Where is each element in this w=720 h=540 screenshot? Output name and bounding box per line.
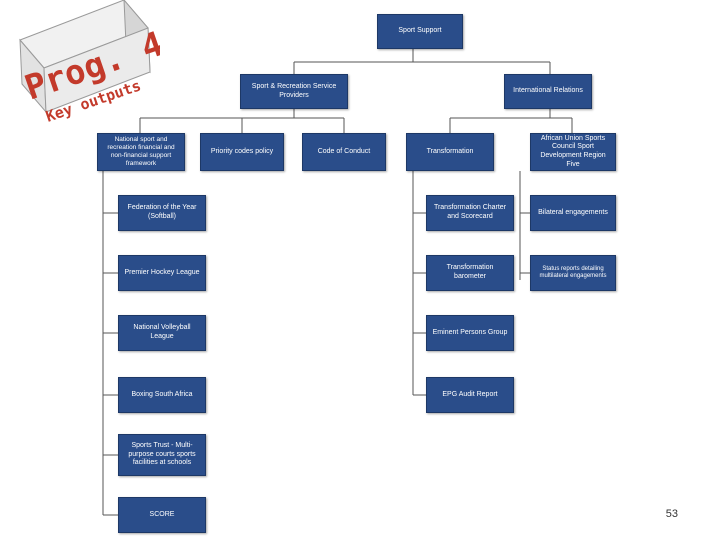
node-label: Bilateral engagements	[538, 208, 608, 216]
node-label: National sport and recreation financial …	[107, 135, 175, 168]
node-label: African Union Sports Council Sport Devel…	[540, 134, 606, 168]
node-support-framework: National sport and recreation financial …	[97, 133, 185, 171]
node-service-providers: Sport & Recreation Service Providers	[240, 74, 348, 109]
node-african-union-sports-council: African Union Sports Council Sport Devel…	[530, 133, 616, 171]
node-label: SCORE	[149, 510, 175, 518]
node-score: SCORE	[118, 497, 206, 533]
node-label: Federation of the Year (Softball)	[127, 204, 197, 220]
node-sports-trust: Sports Trust - Multi-purpose courts spor…	[118, 434, 206, 476]
node-label: Transformation Charter and Scorecard	[433, 204, 507, 220]
node-epg-audit-report: EPG Audit Report	[426, 377, 514, 413]
node-transformation-barometer: Transformation barometer	[426, 255, 514, 291]
program-logo: Prog. 4 Key outputs	[19, 0, 160, 126]
node-sport-support: Sport Support	[377, 14, 463, 49]
node-bilateral-engagements: Bilateral engagements	[530, 195, 616, 231]
node-label: EPG Audit Report	[442, 390, 498, 398]
node-label: International Relations	[513, 87, 583, 95]
node-priority-codes-policy: Priority codes policy	[200, 133, 284, 171]
node-international-relations: International Relations	[504, 74, 592, 109]
node-label: Boxing South Africa	[131, 390, 193, 398]
node-transformation: Transformation	[406, 133, 494, 171]
node-label: Priority codes policy	[210, 147, 274, 155]
node-status-reports: Status reports detailing multilateral en…	[530, 255, 616, 291]
node-label: Sport & Recreation Service Providers	[251, 82, 337, 99]
node-label: Sport Support	[398, 27, 442, 35]
node-label: Transformation barometer	[446, 264, 494, 280]
node-premier-hockey-league: Premier Hockey League	[118, 255, 206, 291]
node-label: Code of Conduct	[317, 147, 371, 155]
node-federation-of-year: Federation of the Year (Softball)	[118, 195, 206, 231]
page-number: 53	[665, 508, 678, 520]
node-eminent-persons-group: Eminent Persons Group	[426, 315, 514, 351]
node-label: Status reports detailing multilateral en…	[539, 265, 607, 280]
node-label: National Volleyball League	[133, 324, 191, 340]
node-transformation-charter: Transformation Charter and Scorecard	[426, 195, 514, 231]
node-national-volleyball-league: National Volleyball League	[118, 315, 206, 351]
node-label: Sports Trust - Multi-purpose courts spor…	[128, 441, 196, 467]
node-label: Transformation	[426, 147, 474, 155]
node-label: Premier Hockey League	[124, 268, 200, 276]
node-boxing-south-africa: Boxing South Africa	[118, 377, 206, 413]
node-label: Eminent Persons Group	[432, 328, 508, 336]
node-code-of-conduct: Code of Conduct	[302, 133, 386, 171]
